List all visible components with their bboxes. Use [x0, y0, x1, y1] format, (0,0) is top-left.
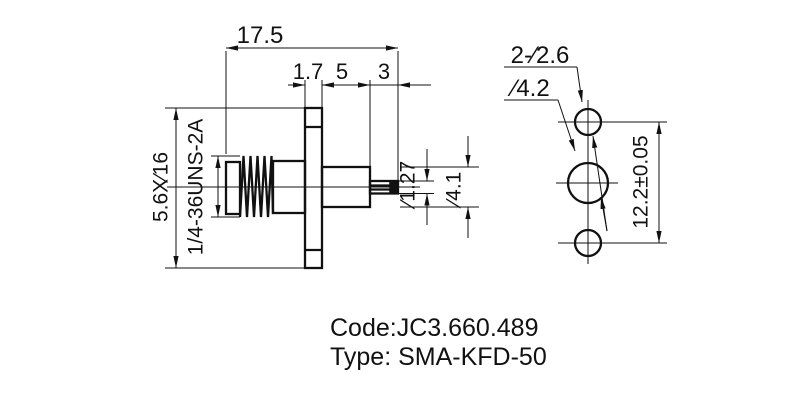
dim-shaft-diameter: ∕4.1 [400, 136, 479, 238]
dim-thread: 1/4-36UNS-2A [185, 119, 240, 256]
flange-holes [556, 100, 667, 264]
side-view: 17.5 1.7 5 3 5.6X∕16 1/4-36UNS- [150, 22, 479, 270]
code-text: Code:JC3.660.489 [330, 314, 538, 342]
dim-segment-lengths: 1.7 5 3 [288, 59, 431, 166]
label-mounting-holes: 2-∕2.6 [504, 42, 608, 232]
label-center-hole: ∕4.2 [504, 75, 576, 152]
dim-flange-diameter: 5.6X∕16 [150, 107, 304, 269]
thread-label-text: 1/4-36UNS-2A [185, 119, 208, 256]
flange-label-text: 5.6X∕16 [150, 152, 173, 222]
leader-line [557, 99, 576, 152]
dim-flange-thickness-text: 1.7 [293, 59, 324, 84]
pin-diameter-text: ∕1.27 [397, 161, 420, 210]
dim-pin-length-text: 3 [378, 59, 390, 84]
center-hole-text: ∕4.2 [507, 75, 549, 102]
leader-line [576, 66, 583, 103]
shaft-diameter-text: ∕4.1 [443, 172, 466, 210]
dim-overall-length-text: 17.5 [237, 22, 284, 49]
dim-mid-length-text: 5 [336, 59, 348, 84]
leader-arrow [600, 196, 608, 232]
type-text: Type: SMA-KFD-50 [330, 343, 547, 371]
mounting-holes-text: 2-∕2.6 [511, 42, 570, 69]
dim-pin-diameter: ∕1.27 [397, 149, 434, 225]
flange [303, 106, 324, 270]
body-end-cap [224, 160, 242, 216]
thread-zigzag [238, 155, 275, 218]
end-view: 2-∕2.6 ∕4.2 12.2±0.05 [504, 42, 667, 264]
dim-overall-length: 17.5 [225, 22, 399, 180]
title-block: Code:JC3.660.489 Type: SMA-KFD-50 [330, 314, 547, 371]
dim-hole-spacing: 12.2±0.05 [630, 122, 662, 243]
hole-spacing-text: 12.2±0.05 [630, 135, 653, 228]
connector-body-outline [167, 106, 420, 270]
